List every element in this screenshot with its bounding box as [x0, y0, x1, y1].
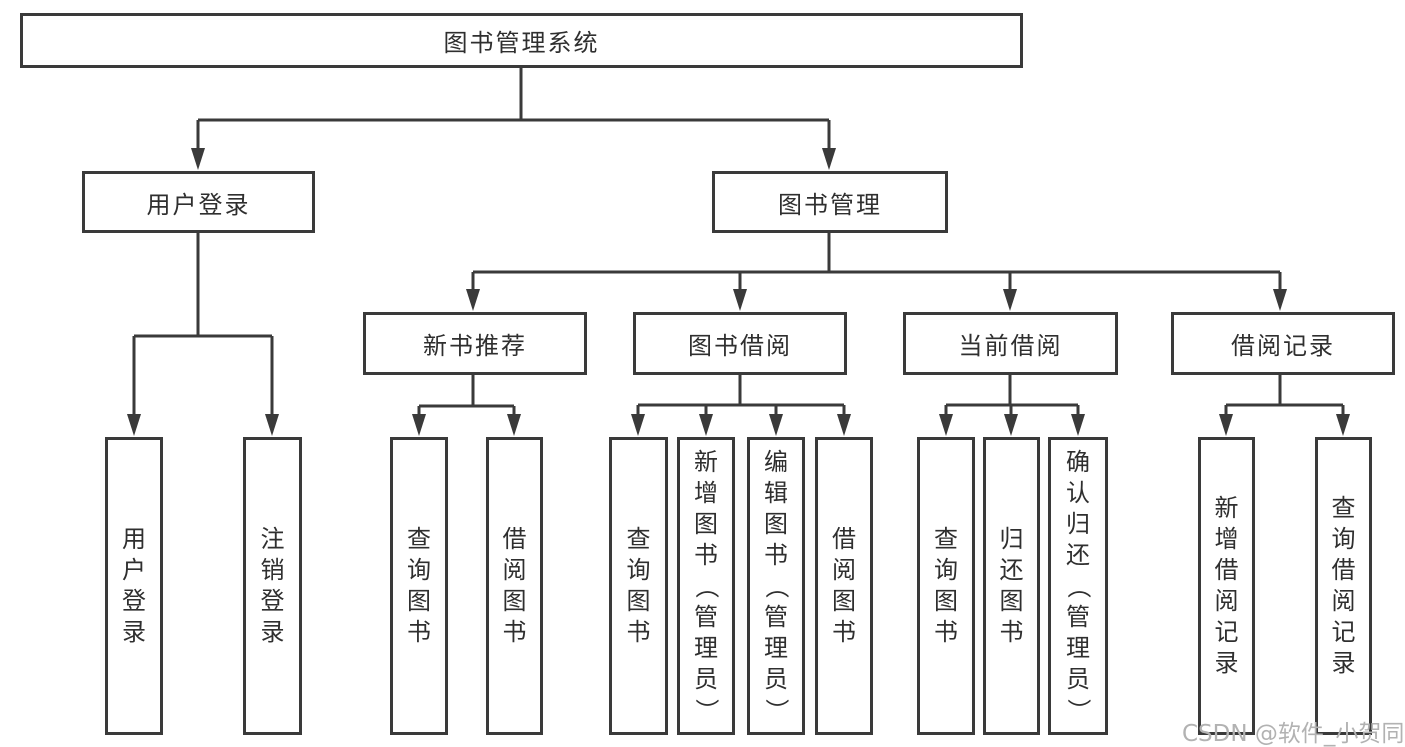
leaf-borrow-query-books: 查询图书	[609, 437, 668, 735]
leaf-records-add-record: 新增借阅记录	[1198, 437, 1255, 735]
leaf-logout: 注销登录	[243, 437, 302, 735]
node-library-management-system: 图书管理系统	[20, 13, 1023, 68]
node-current-borrowing: 当前借阅	[903, 312, 1118, 375]
leaf-current-confirm-return-admin: 确认归还（管理员）	[1048, 437, 1108, 735]
leaf-label: 确认归还（管理员）	[1064, 447, 1093, 723]
leaf-label: 用户登录	[122, 525, 146, 646]
leaf-borrow-add-books-admin: 新增图书（管理员）	[677, 437, 735, 735]
node-label: 图书管理系统	[443, 29, 600, 57]
leaf-user-login: 用户登录	[105, 437, 163, 735]
leaf-current-return-books: 归还图书	[983, 437, 1040, 735]
node-book-borrowing: 图书借阅	[633, 312, 847, 375]
leaf-label: 归还图书	[999, 525, 1024, 646]
node-label: 图书借阅	[688, 332, 792, 360]
leaf-label: 编辑图书（管理员）	[762, 447, 791, 723]
node-book-management: 图书管理	[712, 171, 948, 233]
leaf-label: 新增图书（管理员）	[692, 447, 721, 723]
arrowheads	[127, 148, 1350, 436]
leaf-newbooks-borrow-books: 借阅图书	[486, 437, 543, 735]
leaf-label: 查询图书	[626, 525, 651, 646]
node-label: 图书管理	[778, 190, 882, 219]
leaf-label: 查询图书	[934, 525, 958, 646]
leaf-label: 借阅图书	[502, 525, 527, 646]
node-label: 借阅记录	[1231, 332, 1335, 360]
leaf-label: 借阅图书	[832, 525, 856, 646]
csdn-watermark: CSDN @软件_小贺同学	[1182, 721, 1405, 747]
leaf-newbooks-query-books: 查询图书	[390, 437, 448, 735]
leaf-borrow-borrow-books: 借阅图书	[815, 437, 873, 735]
node-borrowing-records: 借阅记录	[1171, 312, 1395, 375]
node-user-login: 用户登录	[82, 171, 315, 233]
node-new-book-recommend: 新书推荐	[363, 312, 587, 375]
node-label: 当前借阅	[958, 332, 1063, 360]
leaf-records-query-record: 查询借阅记录	[1315, 437, 1372, 735]
leaf-label: 查询图书	[407, 525, 431, 646]
leaf-label: 查询借阅记录	[1331, 494, 1356, 677]
leaf-current-query-books: 查询图书	[917, 437, 975, 735]
leaf-label: 注销登录	[260, 525, 285, 646]
leaf-label: 新增借阅记录	[1214, 494, 1239, 677]
leaf-borrow-edit-books-admin: 编辑图书（管理员）	[747, 437, 805, 735]
node-label: 新书推荐	[423, 332, 527, 360]
edge-paths	[132, 68, 1345, 419]
node-label: 用户登录	[146, 190, 251, 219]
